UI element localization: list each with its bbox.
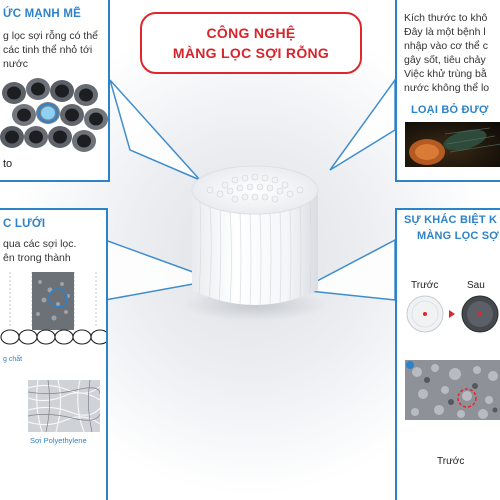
- panel-bottom-right: SỰ KHÁC BIỆT K MÀNG LỌC SỢ Trước Sau: [395, 208, 500, 500]
- fiber-cylinder-image: [183, 165, 327, 321]
- panel-bottom-left-small-label: g chất: [3, 356, 23, 363]
- panel-top-right-line-2: Đây là một bệnh l: [404, 26, 486, 38]
- panel-top-left-line-1: g lọc sợi rỗng có thể: [3, 30, 99, 42]
- panel-bottom-left-line-2: ên trong thành: [3, 252, 71, 264]
- before-label: Trước: [411, 280, 439, 291]
- membrane-micrograph-image: [405, 360, 500, 420]
- panel-top-right-line-4: gây sốt, tiêu chảy: [404, 54, 486, 66]
- panel-top-right-line-6: nước không thể lo: [404, 82, 490, 94]
- after-label: Sau: [467, 280, 485, 291]
- panel-top-right-line-5: Việc khử trùng bằ: [404, 68, 487, 80]
- panel-bottom-right-title-line1: SỰ KHÁC BIỆT K: [404, 214, 498, 226]
- center-title-line2: MÀNG LỌC SỢI RỖNG: [172, 45, 330, 61]
- connector-top-right: [329, 77, 396, 171]
- center-title-box: CÔNG NGHỆ MÀNG LỌC SỢI RỖNG: [140, 12, 362, 74]
- before-label-2: Trước: [437, 456, 465, 467]
- panel-bottom-left-caption: Sợi Polyethylene: [30, 436, 87, 445]
- filtration-diagram-image: [0, 272, 106, 352]
- panel-top-left: ỨC MẠNH MẼ g lọc sợi rỗng có thể các tin…: [0, 0, 110, 182]
- panel-bottom-right-title-line2: MÀNG LỌC SỢ: [417, 230, 499, 242]
- panel-top-right-line-3: nhập vào cơ thể c: [404, 40, 488, 52]
- panel-top-right: Kích thước to khô Đây là một bệnh l nhập…: [395, 0, 500, 182]
- panel-top-right-line-1: Kích thước to khô: [404, 12, 488, 24]
- panel-bottom-left-title: C LƯỚI: [3, 218, 46, 230]
- panel-top-left-title: ỨC MẠNH MẼ: [3, 8, 81, 20]
- hollow-tubes-image: [0, 75, 108, 155]
- polyethylene-fiber-image: [28, 380, 100, 432]
- before-after-filter-images: [406, 295, 499, 333]
- panel-top-left-caption: to: [3, 158, 13, 170]
- connector-top-left: [109, 79, 201, 181]
- panel-bottom-left-line-1: qua các sợi lọc.: [3, 238, 77, 250]
- center-title-line1: CÔNG NGHỆ: [206, 25, 296, 41]
- panel-bottom-left: C LƯỚI qua các sợi lọc. ên trong thành: [0, 208, 108, 500]
- panel-top-right-subtitle: LOẠI BỎ ĐƯỢ: [411, 104, 489, 116]
- bacteria-image: [405, 122, 500, 167]
- panel-top-left-line-2: các tinh thể nhỏ tới: [3, 44, 93, 56]
- panel-top-left-line-3: nước: [3, 58, 29, 70]
